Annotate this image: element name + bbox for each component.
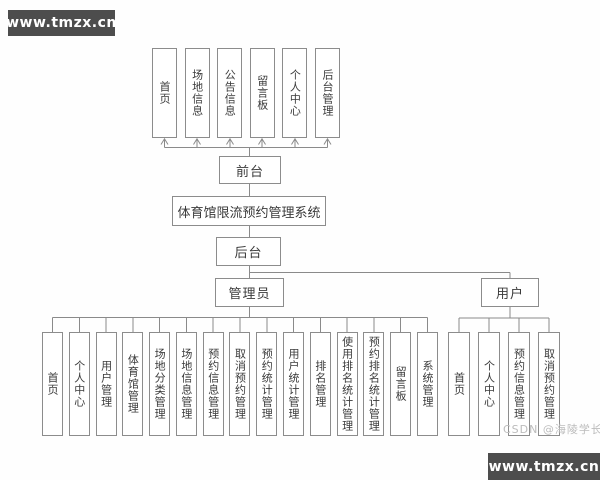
module-label: 场地信息: [190, 69, 204, 117]
module-label: 留言板: [394, 366, 408, 402]
front-module-box: 留言板: [249, 48, 275, 138]
admin-module-box: 预约排名统计管理: [363, 332, 385, 436]
admin-module-box: 系统管理: [416, 332, 438, 436]
front-module-box: 首页: [152, 48, 177, 138]
watermark-top-left: www.tmzx.cn: [6, 10, 116, 36]
admin-module-box: 预约信息管理: [202, 332, 224, 436]
admin-module-box: 使用排名统计管理: [336, 332, 358, 436]
admin-module-box: 用户管理: [95, 332, 117, 436]
system-title-box: 体育馆限流预约管理系统: [172, 196, 326, 226]
module-label: 使用排名统计管理: [340, 336, 354, 432]
module-label: 系统管理: [420, 360, 434, 408]
module-label: 预约信息管理: [206, 348, 220, 420]
admin-module-box: 用户统计管理: [283, 332, 305, 436]
admin-module-box: 个人中心: [68, 332, 90, 436]
admin-module-box: 留言板: [390, 332, 412, 436]
csdn-watermark: CSDN @海陵学长: [503, 423, 600, 436]
module-label: 后台管理: [320, 69, 334, 117]
user-module-box: 取消预约管理: [538, 332, 560, 436]
module-label: 个人中心: [482, 360, 496, 408]
user-modules-row: 首页 个人中心 预约信息管理 取消预约管理: [448, 332, 560, 436]
module-label: 取消预约管理: [233, 348, 247, 420]
module-label: 首页: [158, 81, 171, 105]
user-module-box: 预约信息管理: [508, 332, 530, 436]
up-arrowheads: [160, 137, 332, 145]
module-label: 首页: [46, 372, 59, 396]
user-module-box: 首页: [448, 332, 470, 436]
module-label: 公告信息: [223, 69, 237, 117]
admin-module-box: 预约统计管理: [256, 332, 278, 436]
admin-module-box: 场地分类管理: [149, 332, 171, 436]
front-module-box: 后台管理: [314, 48, 340, 138]
module-label: 首页: [452, 372, 466, 396]
admin-modules-row: 首页 个人中心 用户管理 体育馆管理 场地分类管理 场地信息管理 预约信息管理 …: [42, 332, 438, 436]
front-desk-box: 前台: [219, 156, 281, 184]
module-label: 场地信息管理: [179, 348, 193, 420]
module-label: 预约信息管理: [512, 348, 526, 420]
module-label: 预约排名统计管理: [367, 336, 381, 432]
front-modules-row: 首页 场地信息 公告信息 留言板 个人中心 后台管理: [152, 48, 340, 138]
watermark-bottom-right: www.tmzx.cn: [488, 453, 600, 480]
module-label: 个人中心: [288, 69, 302, 117]
module-label: 取消预约管理: [542, 348, 556, 420]
user-module-box: 个人中心: [478, 332, 500, 436]
module-label: 用户管理: [99, 360, 113, 408]
back-desk-box: 后台: [216, 237, 281, 266]
module-label: 个人中心: [72, 360, 86, 408]
front-module-box: 场地信息: [184, 48, 210, 138]
module-label: 用户统计管理: [287, 348, 301, 420]
module-label: 场地分类管理: [153, 348, 167, 420]
front-module-box: 公告信息: [217, 48, 243, 138]
module-label: 留言板: [255, 75, 269, 111]
admin-module-box: 首页: [42, 332, 63, 436]
admin-module-box: 场地信息管理: [175, 332, 197, 436]
front-module-box: 个人中心: [282, 48, 308, 138]
admin-module-box: 取消预约管理: [229, 332, 251, 436]
module-label: 预约统计管理: [260, 348, 274, 420]
module-label: 体育馆管理: [126, 354, 140, 414]
admin-box: 管理员: [215, 278, 284, 307]
admin-module-box: 体育馆管理: [122, 332, 144, 436]
module-label: 排名管理: [313, 360, 327, 408]
admin-module-box: 排名管理: [309, 332, 331, 436]
user-box: 用户: [481, 278, 539, 307]
